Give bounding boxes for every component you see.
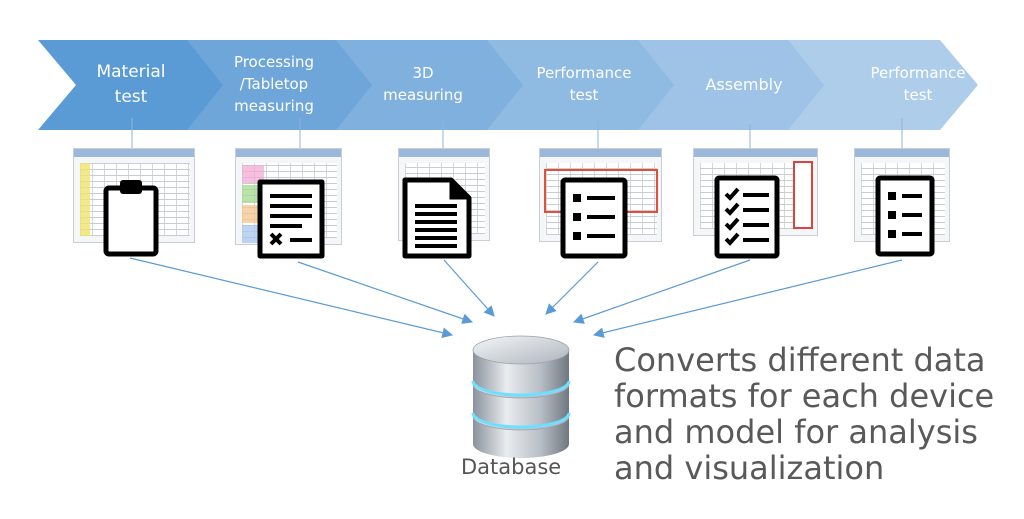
database-icon xyxy=(471,335,571,458)
flow-arrow xyxy=(297,261,474,324)
flow-arrow xyxy=(572,259,751,324)
description-line: and model for analysis xyxy=(614,413,978,451)
document-icon xyxy=(402,177,472,259)
description-line: formats for each device xyxy=(614,377,995,415)
description-text: Converts different data formats for each… xyxy=(614,342,1019,486)
description-line: and visualization xyxy=(614,449,885,487)
process-step-label: Material test xyxy=(96,62,166,107)
process-step-3 xyxy=(336,40,526,130)
process-step-label: Assembly xyxy=(705,75,783,95)
process-step-label: Processing /Tabletop measuring xyxy=(233,53,315,115)
checklist-icon xyxy=(875,175,935,257)
process-step-label: Performance test xyxy=(536,64,632,104)
flow-arrow xyxy=(129,257,454,338)
process-step-1 xyxy=(38,40,228,130)
description-line: Converts different data xyxy=(614,341,986,379)
checklist-icon xyxy=(560,177,628,259)
process-step-4 xyxy=(487,40,677,130)
process-step-label: 3D measuring xyxy=(383,64,463,104)
database-label: Database xyxy=(461,455,562,479)
process-step-6 xyxy=(788,40,978,130)
clipboard-icon xyxy=(103,180,159,257)
flow-arrow xyxy=(443,259,495,317)
flow-arrow xyxy=(592,259,903,338)
checkmark-list-icon xyxy=(714,175,780,259)
flow-arrow xyxy=(545,261,599,315)
process-step-2 xyxy=(187,40,377,130)
process-step-5 xyxy=(638,40,828,130)
form-icon xyxy=(257,179,325,259)
process-step-label: Performance test xyxy=(870,64,966,104)
